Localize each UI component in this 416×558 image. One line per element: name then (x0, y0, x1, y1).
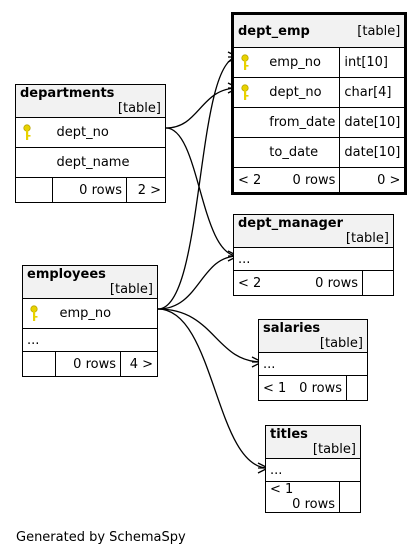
table-type: [table] (312, 442, 356, 457)
column-row: emp_no int[10] (232, 47, 407, 78)
column-row: dept_name (15, 147, 166, 178)
edge-employees-salaries (157, 308, 263, 363)
column-name: emp_no (55, 298, 158, 329)
parents-link[interactable]: < 2 0 rows (233, 270, 363, 296)
more-columns: ... (258, 352, 368, 376)
column-type: char[4] (339, 77, 407, 108)
row-count: 0 rows (55, 351, 121, 377)
column-name: emp_no (265, 47, 341, 78)
table-type: [table] (319, 336, 363, 351)
table-footer: < 1 0 rows (265, 481, 361, 513)
column-name: from_date (265, 107, 341, 138)
children-link[interactable]: 2 > (126, 177, 166, 203)
table-dept-manager[interactable]: dept_manager [table] ... < 2 0 rows (233, 214, 394, 296)
edge-departments-dept-manager (165, 127, 239, 257)
table-type: [table] (109, 282, 153, 297)
key-icon (30, 304, 38, 321)
children-link[interactable]: 0 > (339, 167, 407, 194)
children-link[interactable] (346, 375, 368, 401)
more-columns: ... (22, 328, 158, 352)
column-row: emp_no (22, 298, 158, 329)
parents-link[interactable]: < 1 0 rows (265, 481, 340, 513)
table-name: employees (27, 267, 106, 282)
children-link[interactable] (362, 270, 394, 296)
edge-employees-titles (157, 308, 269, 469)
column-row: to_date date[10] (232, 137, 407, 168)
table-footer: 0 rows 2 > (15, 177, 166, 203)
row-count: 0 rows (299, 380, 342, 396)
key-cell (232, 47, 266, 78)
row-count: 0 rows (52, 177, 127, 203)
table-footer: < 1 0 rows (258, 375, 368, 401)
table-type: [table] (345, 231, 389, 246)
column-name: dept_name (52, 147, 166, 178)
table-footer: < 2 0 rows 0 > (232, 167, 407, 194)
edge-employees-dept-manager (157, 255, 239, 310)
column-type: int[10] (339, 47, 407, 78)
table-header: dept_emp [table] (231, 13, 407, 48)
column-row: dept_no (15, 117, 166, 148)
key-cell (15, 117, 53, 148)
column-name: to_date (265, 137, 341, 168)
row-count: 0 rows (315, 275, 358, 291)
key-icon (241, 53, 249, 70)
table-salaries[interactable]: salaries [table] ... < 1 0 rows (258, 319, 368, 401)
column-type: date[10] (339, 137, 407, 168)
table-header: titles [table] (265, 425, 361, 459)
table-type: [table] (357, 23, 401, 39)
parents-count[interactable]: < 1 (270, 482, 294, 497)
key-cell (22, 298, 56, 329)
key-icon (241, 83, 249, 100)
table-name: titles (270, 427, 308, 442)
row-count: 0 rows (292, 497, 335, 512)
edge-departments-dept-emp (165, 87, 239, 129)
table-type: [table] (117, 101, 161, 116)
table-titles[interactable]: titles [table] ... < 1 0 rows (265, 425, 361, 513)
column-name: dept_no (52, 117, 166, 148)
table-name: departments (20, 86, 115, 101)
table-departments[interactable]: departments [table] dept_no dept_name 0 … (15, 84, 166, 203)
table-name: salaries (263, 321, 321, 336)
parents-count[interactable]: < 1 (263, 380, 287, 396)
table-header: departments [table] (15, 84, 166, 118)
children-link[interactable] (339, 481, 361, 513)
parents-count[interactable]: < 2 (238, 275, 262, 291)
children-link[interactable]: 4 > (120, 351, 158, 377)
table-header: dept_manager [table] (233, 214, 394, 248)
key-icon (23, 123, 31, 140)
column-type: date[10] (339, 107, 407, 138)
more-columns: ... (265, 458, 361, 482)
table-employees[interactable]: employees [table] emp_no ... 0 rows 4 > (22, 265, 158, 377)
column-row: from_date date[10] (232, 107, 407, 138)
column-name: dept_no (265, 77, 341, 108)
table-name: dept_manager (238, 216, 344, 231)
table-footer: < 2 0 rows (233, 270, 394, 296)
more-columns: ... (233, 247, 394, 271)
parents-link[interactable]: < 2 (232, 167, 266, 194)
table-header: salaries [table] (258, 319, 368, 353)
table-name: dept_emp (238, 23, 310, 39)
parents-link[interactable] (15, 177, 53, 203)
table-dept-emp[interactable]: dept_emp [table] emp_no int[10] dept_no … (231, 12, 408, 195)
row-count: 0 rows (265, 167, 341, 194)
table-footer: 0 rows 4 > (22, 351, 158, 377)
edge-employees-dept-emp (157, 56, 239, 310)
parents-link[interactable]: < 1 0 rows (258, 375, 347, 401)
generator-caption: Generated by SchemaSpy (16, 530, 186, 545)
table-header: employees [table] (22, 265, 158, 299)
parents-link[interactable] (22, 351, 56, 377)
column-row: dept_no char[4] (232, 77, 407, 108)
key-cell (232, 77, 266, 108)
